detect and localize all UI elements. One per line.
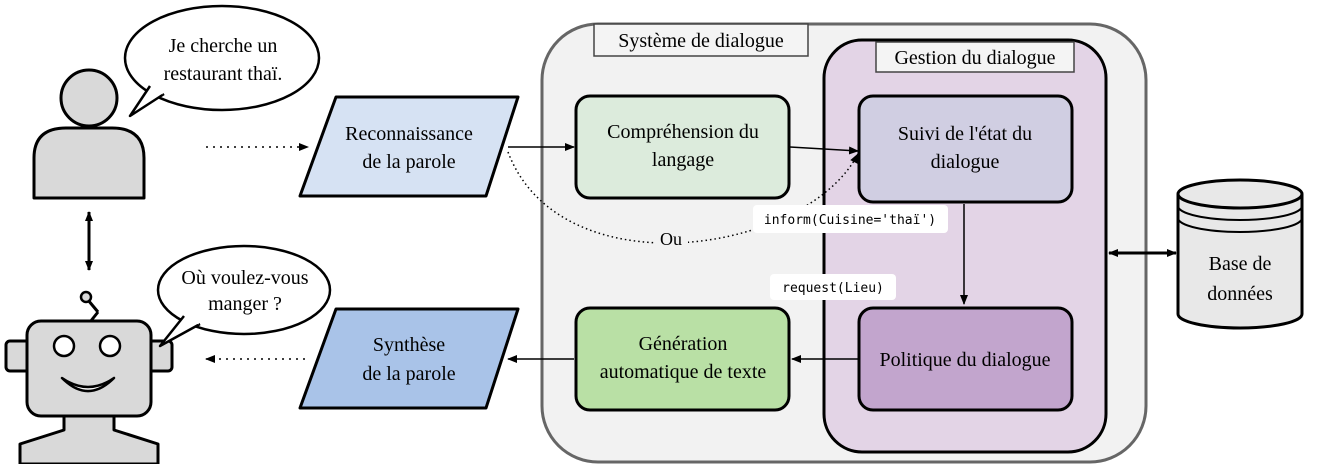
asr-to-dst-dotted-curve <box>507 151 859 244</box>
text-generation-box <box>574 306 791 412</box>
language-understanding-label-line1: Compréhension du <box>607 121 759 143</box>
robot-speech-line1: Où voulez-vous <box>181 267 308 289</box>
dialogue-system-title-box <box>593 23 809 57</box>
database-icon <box>1176 178 1304 330</box>
user-speech-line2: restaurant thaï. <box>164 63 283 85</box>
speech-recognition-label-line2: de la parole <box>362 151 455 173</box>
speech-synthesis-label-line1: Synthèse <box>373 334 445 356</box>
or-label-background <box>654 228 688 250</box>
request-label: request(Lieu) <box>782 281 884 296</box>
text-generation-label-line1: Génération <box>639 333 728 355</box>
dialogue-manager-title: Gestion du dialogue <box>894 47 1055 69</box>
speech-recognition-label-line1: Reconnaissance <box>345 123 473 145</box>
language-understanding-label-line2: langage <box>652 149 714 171</box>
dialogue-system-title: Système de dialogue <box>618 30 784 52</box>
database-label-line2: données <box>1207 283 1273 305</box>
state-tracking-label-line2: dialogue <box>931 151 1000 173</box>
language-understanding-box <box>574 94 791 200</box>
robot-speech-line2: manger ? <box>208 293 282 315</box>
robot-icon <box>4 290 174 464</box>
inform-label: inform(Cuisine='thaï') <box>764 213 936 228</box>
robot-speech-bubble <box>156 244 332 348</box>
database-label-line1: Base de <box>1209 253 1272 275</box>
state-tracking-box <box>857 94 1074 204</box>
user-speech-line1: Je cherche un <box>169 35 278 57</box>
text-generation-label-line2: automatique de texte <box>600 361 767 383</box>
speech-synthesis-box <box>298 307 520 410</box>
inform-label-background <box>753 205 948 233</box>
user-speech-bubble <box>123 4 321 118</box>
state-tracking-label-line1: Suivi de l'état du <box>898 123 1032 145</box>
dialogue-manager-title-box <box>875 41 1075 73</box>
request-label-background <box>770 274 896 300</box>
nlu-to-dst-arrow <box>789 146 859 155</box>
dialogue-policy-label: Politique du dialogue <box>879 349 1050 371</box>
speech-synthesis-label-line2: de la parole <box>362 363 455 385</box>
speech-recognition-box <box>298 95 520 198</box>
or-label: Ou <box>660 229 682 249</box>
user-avatar-icon <box>32 68 146 200</box>
dialogue-policy-box <box>857 306 1074 412</box>
